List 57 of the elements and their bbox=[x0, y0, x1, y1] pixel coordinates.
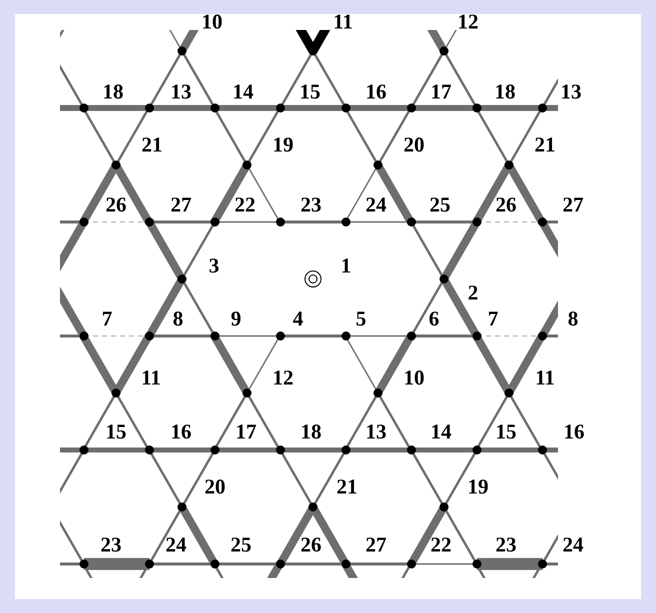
vertex-number: 4 bbox=[292, 308, 304, 330]
vertex-number: 15 bbox=[300, 82, 320, 102]
vertex-number: 20 bbox=[204, 476, 226, 498]
vertex-number: 21 bbox=[534, 134, 556, 156]
vertex-number: 1 bbox=[340, 256, 352, 276]
vertex-number: 11 bbox=[141, 368, 161, 388]
vertex-number: 15 bbox=[496, 422, 516, 442]
vertex-number: 24 bbox=[166, 534, 186, 556]
vertex-number: 14 bbox=[430, 422, 452, 442]
vertex-number: 6 bbox=[428, 308, 440, 330]
vertex-number: 23 bbox=[100, 534, 122, 556]
vertex-number: 21 bbox=[336, 476, 358, 498]
vertex-number: 18 bbox=[300, 422, 322, 442]
vertex-number: 20 bbox=[404, 134, 424, 156]
vertex-number: 22 bbox=[430, 534, 452, 556]
vertex-number: 9 bbox=[230, 308, 242, 330]
vertex-number: 3 bbox=[208, 256, 220, 276]
vertex-number: 10 bbox=[202, 12, 222, 32]
vertex-number: 10 bbox=[404, 368, 424, 388]
vertex-number: 26 bbox=[106, 194, 126, 216]
vertex-number: 27 bbox=[170, 194, 192, 216]
vertex-number: 7 bbox=[488, 308, 498, 330]
vertex-number: 8 bbox=[568, 308, 578, 330]
vertex-number: 19 bbox=[272, 134, 294, 156]
vertex-number: 5 bbox=[356, 308, 366, 330]
vertex-number: 12 bbox=[272, 368, 294, 388]
vertex-number: 17 bbox=[236, 422, 256, 442]
vertex-number: 2 bbox=[468, 282, 478, 304]
vertex-number: 27 bbox=[562, 194, 584, 216]
vertex-number: 22 bbox=[234, 194, 256, 216]
vertex-number: 19 bbox=[468, 476, 488, 498]
vertex-number: 7 bbox=[102, 308, 112, 330]
vertex-number: 11 bbox=[333, 12, 353, 32]
vertex-number: 21 bbox=[142, 134, 162, 156]
vertex-number: 11 bbox=[535, 368, 555, 388]
vertex-number: 26 bbox=[496, 194, 516, 216]
vertex-number: 16 bbox=[366, 82, 386, 102]
vertex-number: 25 bbox=[230, 534, 252, 556]
vertex-number: 23 bbox=[496, 534, 516, 556]
vertex-number: 14 bbox=[232, 82, 254, 102]
vertex-number: 24 bbox=[562, 534, 584, 556]
vertex-number: 13 bbox=[366, 422, 386, 442]
vertex-number: 17 bbox=[430, 82, 452, 102]
vertex-number: 26 bbox=[300, 534, 322, 556]
vertex-number: 12 bbox=[458, 12, 478, 32]
vertex-number: 18 bbox=[494, 82, 516, 102]
vertex-number: 18 bbox=[102, 82, 124, 102]
vertex-number: 13 bbox=[560, 82, 582, 102]
vertex-number: 13 bbox=[170, 82, 192, 102]
vertex-number: 24 bbox=[366, 194, 386, 216]
vertex-number: 15 bbox=[106, 422, 126, 442]
vertex-number: 27 bbox=[366, 534, 386, 556]
vertex-number: 16 bbox=[564, 422, 584, 442]
vertex-number: 16 bbox=[170, 422, 192, 442]
vertex-number: 23 bbox=[300, 194, 322, 216]
vertex-number: 8 bbox=[172, 308, 184, 330]
vertex-number: 25 bbox=[430, 194, 450, 216]
